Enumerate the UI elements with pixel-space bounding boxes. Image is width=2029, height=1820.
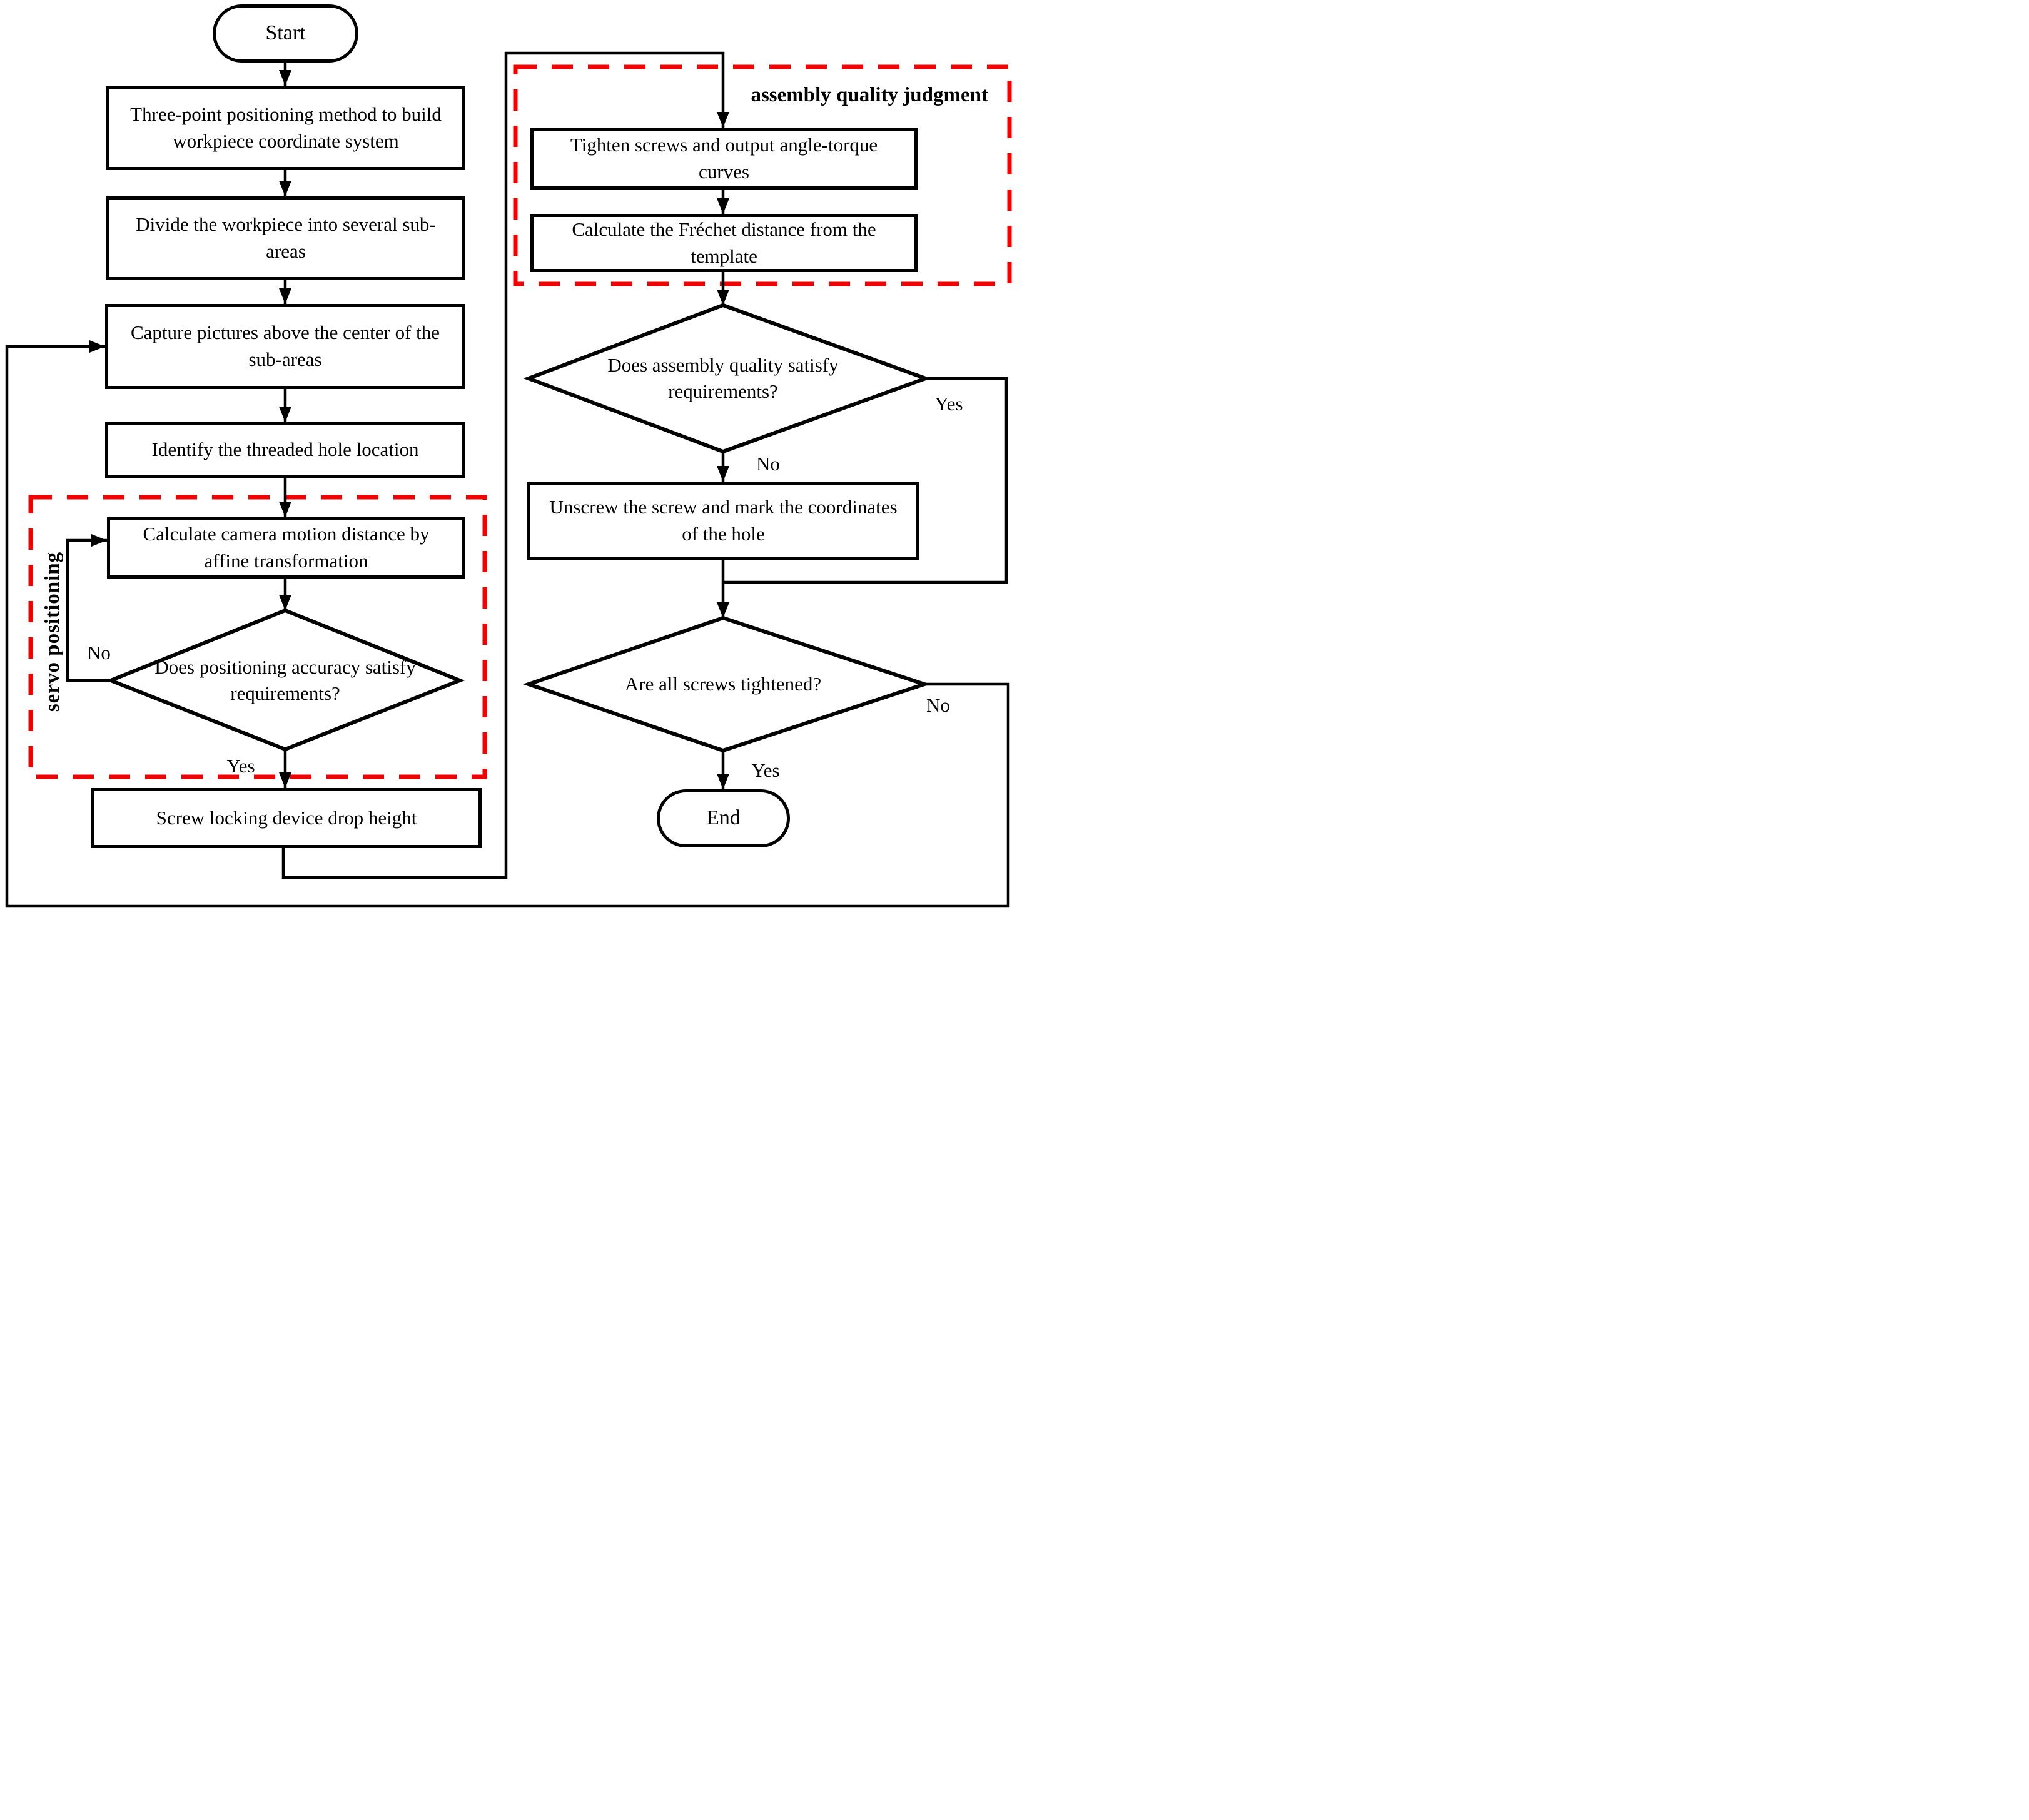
identify-node: Identify the threaded hole location	[105, 422, 465, 478]
positioning-yes-label: Yes	[226, 755, 255, 777]
start-label: Start	[265, 21, 306, 45]
tighten-label: Tighten screws and output angle-torque c…	[570, 133, 878, 183]
calc-motion-label: Calculate camera motion distance by affi…	[143, 523, 430, 572]
servo-positioning-group-box	[28, 495, 487, 779]
edge-quality-yes-merge	[724, 377, 1008, 584]
positioning-no-label: No	[87, 642, 111, 664]
tightened-yes-label: Yes	[751, 759, 780, 781]
flowchart-canvas: Start Three-point positioning method to …	[0, 0, 1015, 910]
tightened-no-label: No	[926, 694, 950, 716]
end-label: End	[706, 806, 741, 830]
quality-no-label: No	[756, 453, 780, 475]
build-coords-label: Three-point positioning method to build …	[130, 103, 442, 152]
unscrew-label: Unscrew the screw and mark the coordinat…	[549, 495, 898, 545]
servo-positioning-group-label: servo positioning	[41, 551, 64, 712]
positioning-decision-label: Does positioning accuracy satisfy requir…	[154, 656, 416, 704]
quality-decision-node	[523, 303, 931, 454]
capture-node: Capture pictures above the center of the…	[105, 304, 465, 389]
positioning-decision-node	[105, 608, 465, 752]
drop-height-node: Screw locking device drop height	[91, 788, 482, 848]
end-node: End	[657, 789, 790, 847]
edge-dropheight-tighten	[281, 51, 729, 879]
identify-label: Identify the threaded hole location	[151, 438, 419, 461]
frechet-node: Calculate the Fréchet distance from the …	[530, 214, 918, 272]
drop-height-label: Screw locking device drop height	[156, 806, 417, 829]
edge-tightened-no-loop	[5, 340, 1010, 908]
build-coords-node: Three-point positioning method to build …	[106, 86, 465, 170]
divide-node: Divide the workpiece into several sub-ar…	[106, 196, 465, 280]
divide-label: Divide the workpiece into several sub-ar…	[136, 213, 436, 262]
assembly-quality-group-label: assembly quality judgment	[751, 84, 988, 106]
flowchart-shapes	[5, 51, 1012, 908]
capture-label: Capture pictures above the center of the…	[130, 321, 440, 370]
assembly-quality-group-box	[513, 64, 1012, 286]
quality-yes-label: Yes	[934, 393, 963, 415]
calc-motion-node: Calculate camera motion distance by affi…	[107, 517, 465, 579]
frechet-label: Calculate the Fréchet distance from the …	[572, 218, 876, 267]
edge-positioning-no-loop	[66, 534, 111, 682]
tighten-node: Tighten screws and output angle-torque c…	[530, 128, 918, 190]
tightened-decision-node	[522, 615, 931, 753]
start-node: Start	[213, 4, 358, 63]
unscrew-node: Unscrew the screw and mark the coordinat…	[527, 482, 919, 560]
tightened-decision-label: Are all screws tightened?	[624, 673, 822, 695]
quality-decision-label: Does assembly quality satisfy requiremen…	[607, 354, 839, 402]
